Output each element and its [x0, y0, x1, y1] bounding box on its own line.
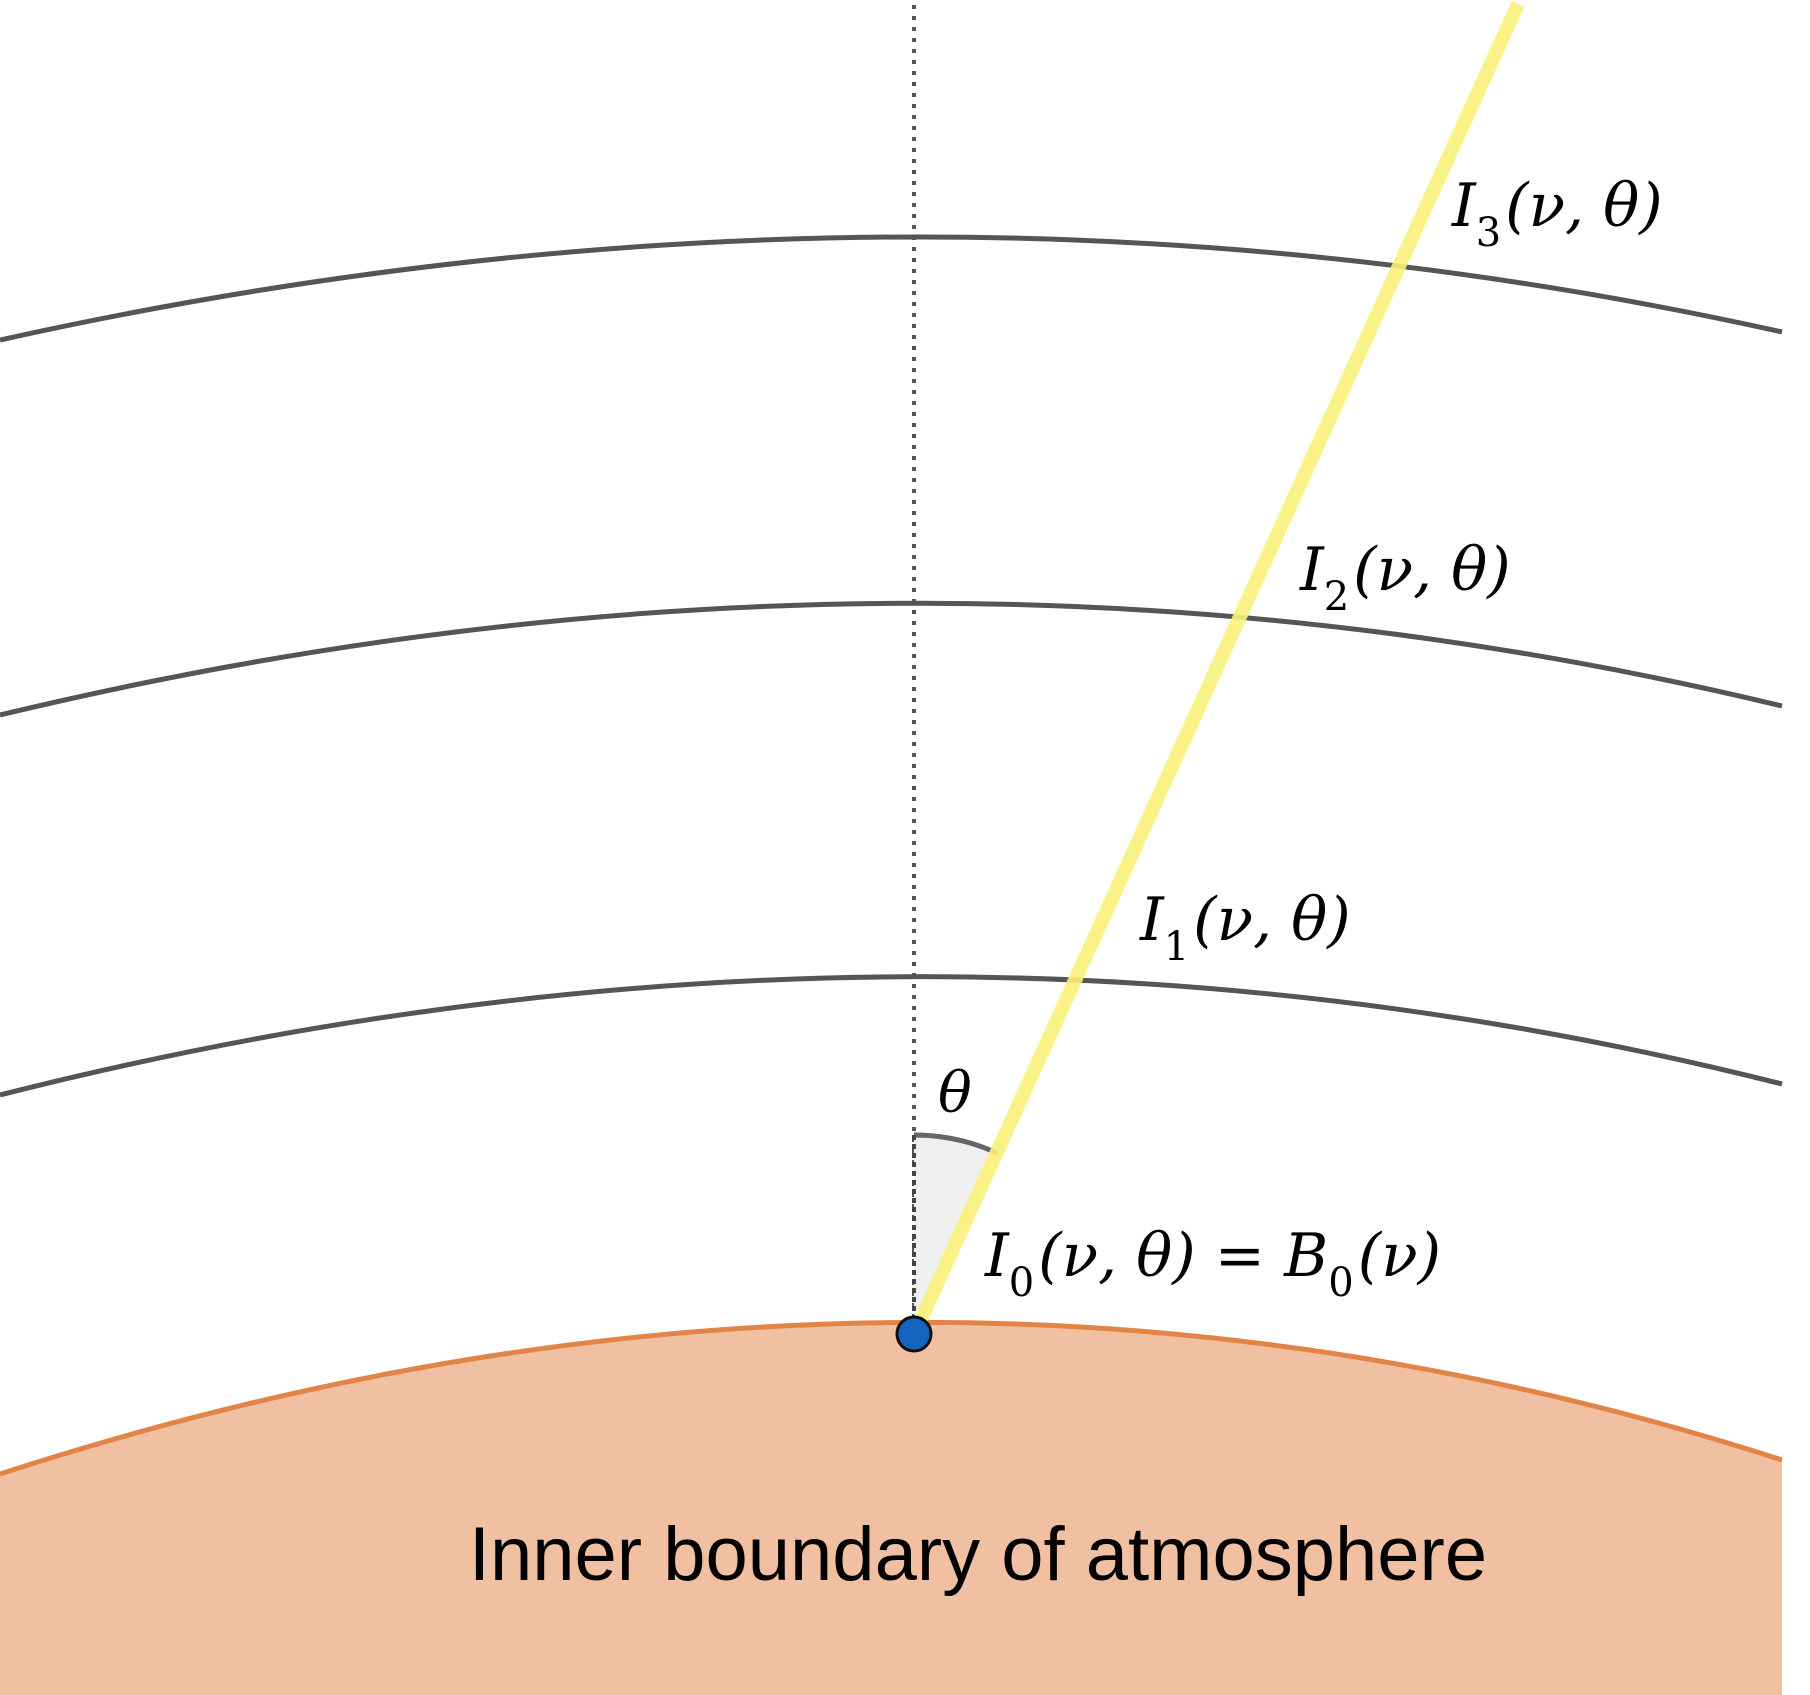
intensity-label-1-sub: 1	[1164, 924, 1189, 970]
intensity-label-2-sub: 2	[1324, 574, 1349, 620]
layer-boundary-3	[0, 234, 1783, 343]
inner-boundary-region	[0, 1322, 1782, 1695]
intensity-label-0-sub: 0	[1009, 1260, 1034, 1306]
layer-boundary-1	[0, 974, 1783, 1098]
ray-origin-point	[895, 1315, 933, 1353]
intensity-label-0: I0(ν, θ) = B0(ν)	[984, 1221, 1441, 1306]
angle-label: θ	[938, 1061, 972, 1126]
intensity-label-0-base: I	[984, 1221, 1010, 1291]
inner-boundary-label: Inner boundary of atmosphere	[469, 1512, 1487, 1597]
layer-boundary-2	[0, 600, 1783, 718]
intensity-label-1-base: I	[1139, 885, 1165, 955]
intensity-label-0-args: (ν, θ) =	[1038, 1221, 1284, 1291]
intensity-label-3: I3(ν, θ)	[1451, 171, 1663, 256]
light-ray	[907, 1, 1525, 1338]
intensity-label-2: I2(ν, θ)	[1299, 535, 1511, 620]
intensity-label-1-args: (ν, θ)	[1193, 885, 1351, 955]
planck-function-args: (ν)	[1358, 1221, 1441, 1291]
planck-function-base: B	[1283, 1221, 1328, 1291]
planck-function-sub: 0	[1328, 1260, 1353, 1306]
intensity-label-2-args: (ν, θ)	[1353, 535, 1511, 605]
intensity-label-2-base: I	[1299, 535, 1325, 605]
intensity-label-3-sub: 3	[1476, 210, 1501, 256]
intensity-label-3-base: I	[1451, 171, 1477, 241]
intensity-label-1: I1(ν, θ)	[1139, 885, 1351, 970]
intensity-label-3-args: (ν, θ)	[1505, 171, 1663, 241]
